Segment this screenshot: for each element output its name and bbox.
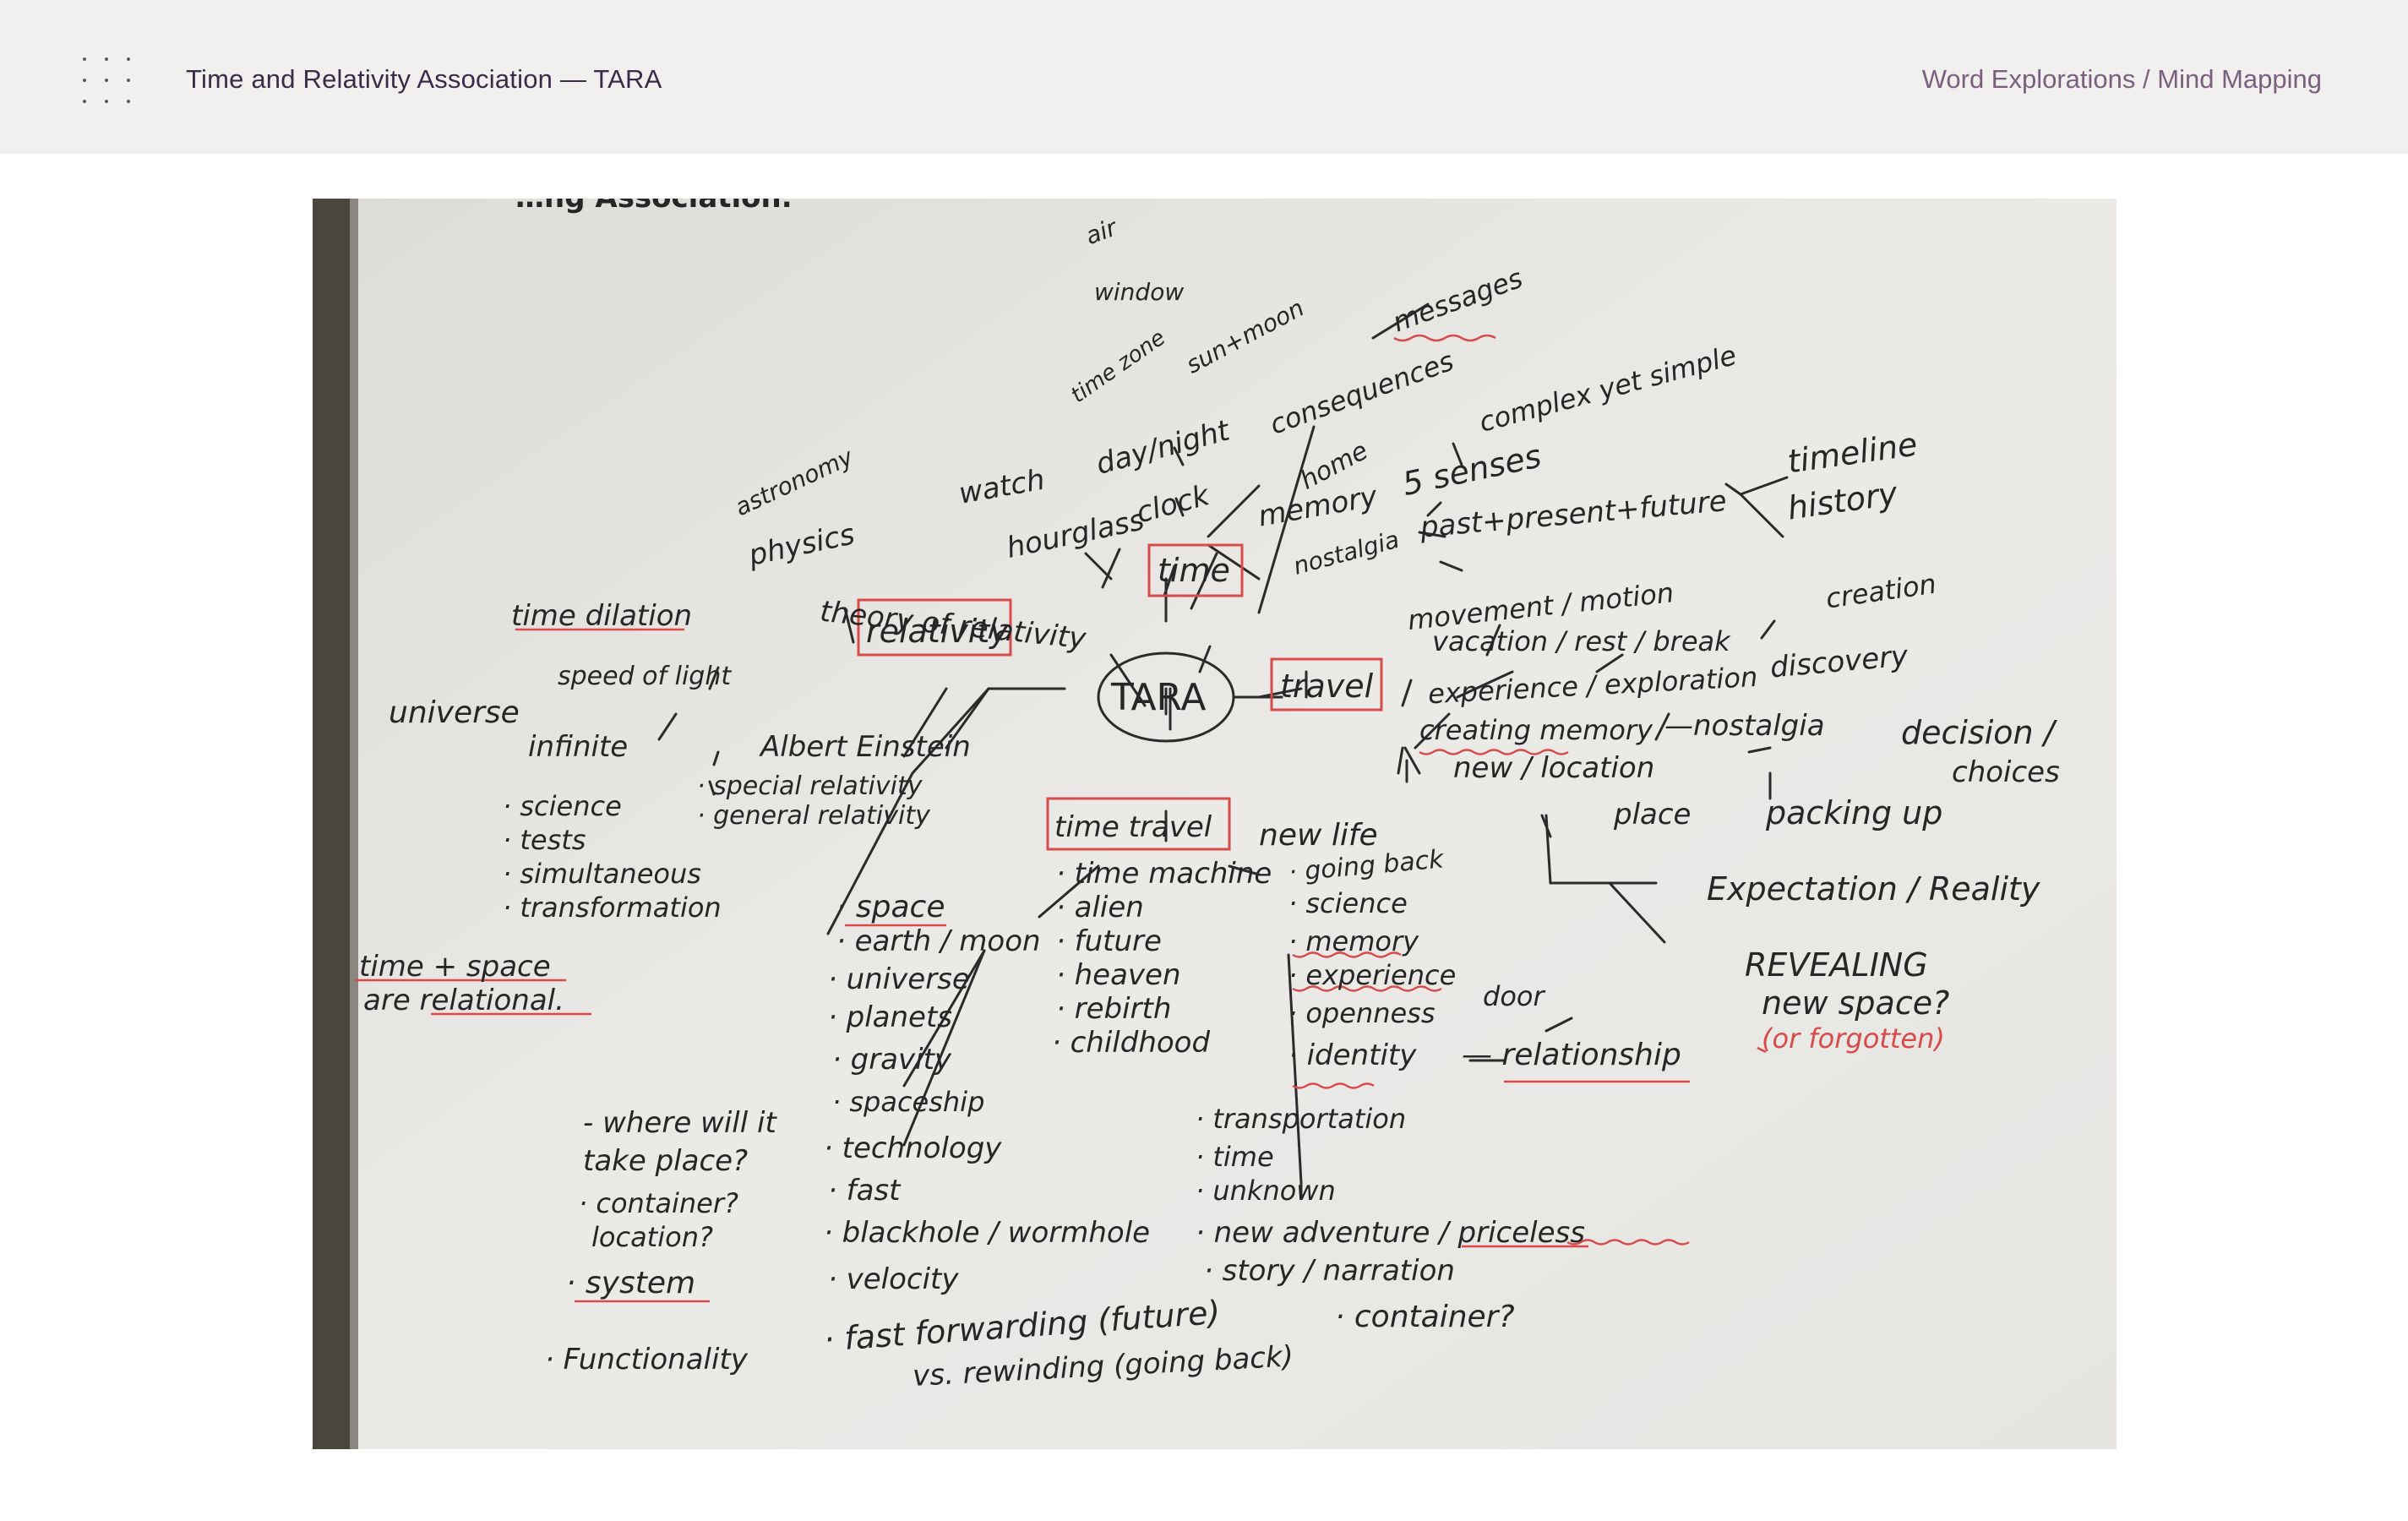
mind-map-photo-drawing: time relativity travel time travel TARA …	[313, 199, 2117, 1449]
paper-background	[313, 199, 2117, 1449]
hub-travel: travel	[1280, 668, 1374, 705]
mm-story: · story / narration	[1204, 1254, 1455, 1288]
hub-time-travel: time travel	[1054, 810, 1212, 844]
mm-special: · special relativity	[697, 771, 923, 801]
mm-childhood: · childhood	[1052, 1026, 1210, 1060]
mm-future: · future	[1056, 924, 1162, 958]
mm-infinite: infinite	[528, 730, 628, 764]
mm-top-fragment: …ng Association.	[515, 199, 793, 215]
mm-gravity: · gravity	[832, 1043, 952, 1077]
hub-boxes	[857, 543, 1383, 851]
mm-identity: · identity	[1288, 1039, 1417, 1072]
mm-tests: · tests	[503, 824, 586, 856]
mm-spaceship: · spaceship	[832, 1086, 984, 1118]
mm-where: - where will it	[583, 1106, 777, 1140]
mm-technology: · technology	[824, 1131, 1002, 1165]
mm-alien: · alien	[1056, 891, 1144, 924]
mm-new-adventure: · new adventure / priceless	[1196, 1216, 1585, 1250]
mm-fast: · fast	[828, 1174, 902, 1208]
mind-map-photo: time relativity travel time travel TARA …	[313, 199, 2117, 1449]
site-header: Time and Relativity Association — TARA W…	[0, 0, 2408, 154]
breadcrumb: Word Explorations / Mind Mapping	[1922, 64, 2322, 95]
mm-planets: · planets	[828, 1000, 952, 1034]
breadcrumb-separator: /	[2143, 64, 2150, 94]
mm-transformation: · transformation	[503, 891, 722, 924]
connector-lines	[657, 303, 1789, 1197]
mm-science-right: · science	[1288, 887, 1408, 919]
relativity-box	[857, 598, 1012, 657]
mm-openness: · openness	[1288, 997, 1436, 1029]
mm-decision: decision /	[1901, 714, 2058, 751]
mm-new-location: new / location	[1453, 751, 1654, 785]
mm-universe-bottom: · universe	[828, 962, 970, 996]
mm-space: · space	[836, 890, 945, 924]
mm-speed-of-light: speed of light	[558, 662, 732, 691]
mm-door: door	[1483, 980, 1545, 1012]
mm-general: · general relativity	[697, 801, 931, 831]
center-tara: TARA	[1110, 676, 1206, 719]
mm-revealing: REVEALING	[1745, 946, 1928, 984]
mm-memory-right: · memory	[1288, 925, 1419, 957]
mm-location-q: location?	[591, 1221, 713, 1253]
mm-or-forgotten: (or forgotten)	[1762, 1022, 1945, 1055]
mm-system: · system	[566, 1266, 695, 1300]
mm-container-right: · container?	[1335, 1300, 1515, 1334]
mm-rebirth: · rebirth	[1056, 992, 1171, 1026]
red-underlines	[355, 334, 1767, 1303]
mm-are-relational: are relational.	[363, 984, 564, 1017]
mm-functionality: · Functionality	[545, 1343, 749, 1377]
paper-edge	[350, 199, 358, 1449]
mm-creating-memory: creating memory	[1419, 714, 1653, 746]
mm-experience-right: · experience	[1288, 959, 1456, 991]
mm-heaven: · heaven	[1056, 958, 1181, 992]
mm-time-space: time + space	[359, 950, 551, 984]
breadcrumb-current-page[interactable]: Mind Mapping	[2157, 64, 2322, 94]
mm-choices: choices	[1952, 755, 2060, 789]
mm-simultaneous: · simultaneous	[503, 858, 701, 890]
mm-velocity: · velocity	[828, 1262, 959, 1296]
mm-packing: packing up	[1765, 794, 1942, 831]
mm-new-space: new space?	[1762, 984, 1949, 1022]
tara-ellipse	[1097, 651, 1235, 743]
hub-time: time	[1158, 552, 1230, 589]
paper-edge-shadow	[313, 199, 355, 1449]
mm-universe-left: universe	[389, 695, 520, 730]
mm-science-left: · science	[503, 790, 622, 822]
site-title[interactable]: Time and Relativity Association — TARA	[186, 64, 662, 94]
hub-relativity: relativity	[866, 613, 1009, 650]
mm-nostalgia-mid: —nostalgia	[1664, 709, 1825, 743]
mm-albert: Albert Einstein	[759, 730, 971, 764]
mm-unknown: · unknown	[1196, 1175, 1336, 1207]
mm-container-left: · container?	[579, 1187, 738, 1219]
mm-vacation: vacation / rest / break	[1432, 625, 1731, 657]
mm-blackhole: · blackhole / wormhole	[824, 1216, 1150, 1250]
mm-new-life: new life	[1259, 818, 1378, 853]
mm-earth-moon: · earth / moon	[836, 924, 1041, 958]
mm-window: window	[1094, 278, 1184, 306]
mm-relationship: — relationship	[1462, 1038, 1681, 1072]
mm-time-bottom: · time	[1196, 1141, 1274, 1173]
time-travel-box	[1046, 797, 1231, 851]
mm-time-dilation: time dilation	[511, 599, 692, 633]
travel-box	[1270, 657, 1383, 711]
breadcrumb-section-link[interactable]: Word Explorations	[1921, 64, 2136, 94]
mm-take-place: take place?	[583, 1144, 748, 1178]
mm-expectation: Expectation / Reality	[1707, 870, 2040, 908]
grid-dots-icon[interactable]	[81, 56, 135, 105]
mm-transportation: · transportation	[1196, 1103, 1406, 1135]
mm-place: place	[1613, 798, 1691, 831]
mm-time-machine: · time machine	[1056, 857, 1272, 891]
time-box	[1147, 543, 1244, 597]
